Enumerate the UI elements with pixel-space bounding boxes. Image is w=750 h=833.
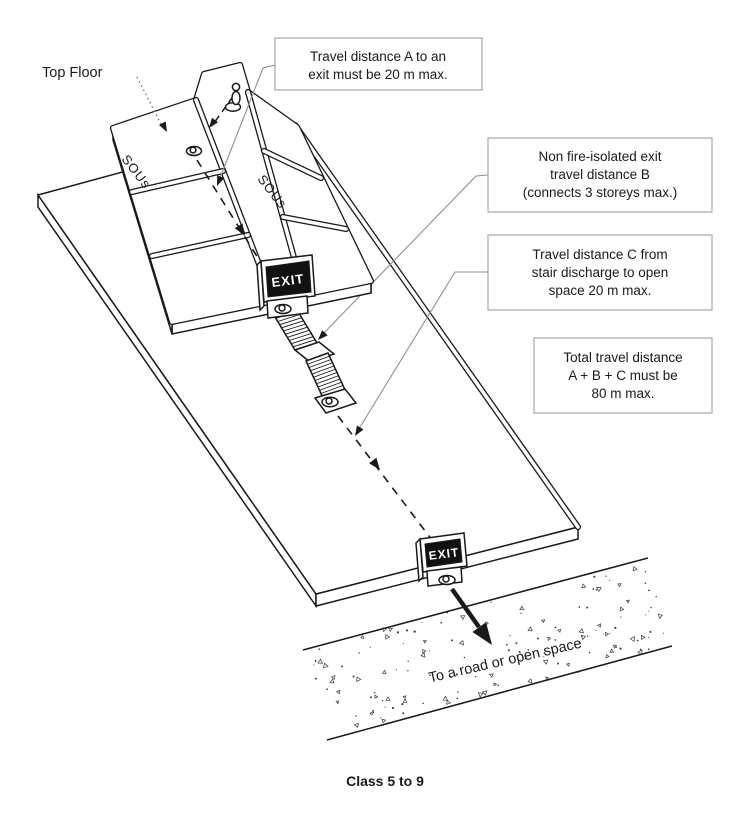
callout-box1-line2: exit must be 20 m max. (308, 67, 448, 82)
travel-path-C (337, 415, 433, 541)
callout-box3-line3: space 20 m max. (549, 283, 652, 298)
callout-box4: Total travel distance A + B + C must be … (533, 337, 713, 414)
unit-to-corridor-path (213, 97, 233, 124)
callout-box2-line2: travel distance B (550, 167, 650, 182)
discharge-arrow-shaft (450, 587, 481, 629)
callout-box2-line3: (connects 3 storeys max.) (523, 185, 678, 200)
callout-box2-frame (487, 137, 713, 213)
callout-box1-frame (274, 37, 483, 91)
exit1-board-side (256, 259, 265, 312)
corridor-arrowhead (234, 223, 245, 236)
discharge-arrowhead (472, 622, 492, 645)
road-edge-top (302, 557, 649, 651)
callout-box2: Non fire-isolated exit travel distance B… (487, 137, 713, 213)
callout-box4-line1: Total travel distance (563, 350, 682, 365)
callout-box4-line3: 80 m max. (591, 386, 654, 401)
person-icon (185, 145, 203, 157)
exit1-label: EXIT (271, 271, 305, 290)
leader-box3-arrowhead (355, 425, 364, 436)
divider-left-1-core (130, 169, 225, 194)
callout-box3-line1: Travel distance C from (532, 247, 667, 262)
exit1-panel (265, 260, 312, 298)
leader-box3 (356, 271, 488, 433)
slab-ne-edge-core (293, 123, 580, 529)
road-edge-bottom (326, 645, 673, 741)
callout-box1: Travel distance A to an exit must be 20 … (217, 37, 483, 186)
exit2-board-side (415, 537, 424, 583)
person-icon (321, 396, 339, 408)
road-label: To a road or open space (427, 636, 583, 687)
callout-box3: Travel distance C from stair discharge t… (487, 234, 713, 311)
figure-caption: Class 5 to 9 (346, 773, 424, 789)
person-icon (274, 303, 292, 315)
road-stipple-texture (313, 566, 665, 728)
leader-box1 (219, 64, 276, 179)
exit2-panel (424, 538, 463, 568)
exit-sign-icon: EXIT (415, 532, 492, 645)
callout-box4-line2: A + B + C must be (568, 368, 678, 383)
callout-box1-line1: Travel distance A to an (310, 49, 446, 64)
travel-path-A (196, 159, 259, 259)
exit2-label: EXIT (428, 545, 460, 563)
leader-box1-arrowhead (217, 175, 225, 186)
person-icon (224, 82, 242, 112)
callout-box3-frame (487, 234, 713, 311)
corridor-egress (185, 82, 259, 259)
top-floor-arrowhead (158, 121, 167, 132)
unit-path-arrowhead (209, 117, 219, 128)
divider-left-2-core (150, 233, 250, 258)
callout-box2-line1: Non fire-isolated exit (538, 149, 661, 164)
divider-right-2-core (281, 215, 348, 231)
leader-box2-arrowhead (318, 330, 328, 340)
ground-egress-path (337, 415, 433, 541)
person-icon (438, 574, 456, 586)
exit-sign-icon: EXIT (256, 254, 316, 319)
divider-right-1-core (262, 149, 323, 180)
callout-box3-line2: stair discharge to open (532, 265, 669, 280)
callout-box4-frame (533, 337, 713, 414)
top-floor-label: Top Floor (42, 65, 103, 81)
top-floor-annotation: Top Floor (42, 65, 167, 132)
route-arrow-icon (369, 457, 380, 470)
